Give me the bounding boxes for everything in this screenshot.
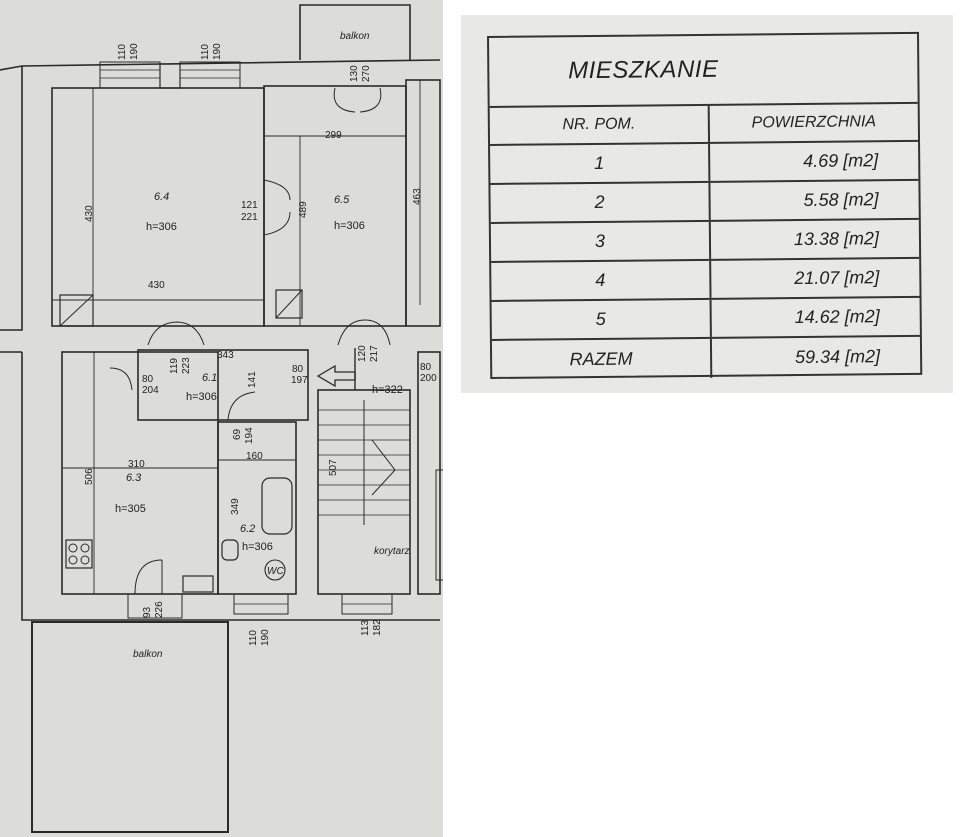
table-title-text: MIESZKANIE [568,55,719,85]
room-height: h=322 [372,384,403,396]
dim-label: 217 [369,345,380,362]
dim-label: 190 [260,629,271,646]
header-room-number: NR. POM. [489,105,711,144]
floor-plan-drawing: 110 190 110 190 130 270 299 430 121 221 … [0,4,443,833]
room-nr-cell: 1 [490,143,711,183]
total-area-cell: 59.34 [m2] [794,346,881,368]
room-area-cell: 14.62 [m2] [794,306,880,328]
table-row: 5 14.62 [m2] [491,297,920,341]
dim-label: 204 [142,385,159,396]
header-area: POWIERZCHNIA [751,113,877,132]
dim-label: 226 [154,601,165,618]
dim-label: 190 [212,43,223,60]
balkon-bottom-label: balkon [133,649,163,660]
room-area-cell: 21.07 [m2] [794,267,880,289]
dim-label: 93 [142,606,153,618]
room-nr-cell: 4 [491,260,712,300]
dim-label: 349 [230,498,241,515]
dim-label: 463 [412,188,423,205]
table-header-row: NR. POM. POWIERZCHNIA [489,103,919,146]
dim-label: 190 [129,43,140,60]
balkon-top-label: balkon [340,31,370,42]
room-number: 6.5 [334,194,350,206]
room-number: 6.3 [126,472,142,484]
wc-label: WC [267,566,284,577]
room-nr-cell: 2 [490,182,711,222]
dim-label: 489 [298,201,309,218]
dim-label: 343 [217,350,234,361]
area-table: MIESZKANIE NR. POM. POWIERZCHNIA 1 4.69 … [487,31,923,380]
dim-label: 194 [244,427,255,444]
plan-room-labels: 6.4 6.5 6.1 6.3 6.2 h=306 h=306 h=306 h=… [115,31,410,660]
area-table-panel: MIESZKANIE NR. POM. POWIERZCHNIA 1 4.69 … [461,15,953,393]
room-height: h=306 [242,541,273,553]
dim-label: 299 [325,130,342,141]
table-row: 3 13.38 [m2] [490,219,920,263]
table-title: MIESZKANIE [489,33,918,108]
dim-label: 200 [420,373,437,384]
room-area-cell: 5.58 [m2] [803,189,879,210]
room-nr-cell: 3 [490,221,712,261]
table-row: 2 5.58 [m2] [490,180,919,224]
dim-label: 80 [292,364,304,375]
korytarz-label: korytarz [374,546,410,557]
room-height: h=306 [186,391,217,403]
dim-label: 270 [361,65,372,82]
dim-label: 110 [200,44,211,60]
dim-label: 110 [248,630,259,646]
table-row: 1 4.69 [m2] [490,141,919,185]
dim-label: 197 [291,375,308,386]
dim-label: 221 [241,212,258,223]
dim-label: 310 [128,459,145,470]
room-height: h=306 [146,221,177,233]
room-area-cell: 4.69 [m2] [803,150,879,171]
room-height: h=306 [334,220,365,232]
room-number: 6.1 [202,372,217,384]
dim-label: 141 [247,371,258,388]
dim-label: 69 [232,428,243,440]
dim-label: 430 [84,205,95,222]
room-height: h=305 [115,503,146,515]
room-area-cell: 13.38 [m2] [793,228,880,250]
room-nr-cell: 5 [491,299,712,339]
total-label-cell: RAZEM [491,338,713,380]
floor-plan-panel: 110 190 110 190 130 270 299 430 121 221 … [0,0,443,837]
dim-label: 223 [181,357,192,374]
room-number: 6.4 [154,191,169,203]
dim-label: 80 [420,362,432,373]
room-number: 6.2 [240,523,255,535]
dim-label: 121 [241,200,258,211]
dim-label: 506 [84,468,95,485]
dim-label: 80 [142,374,154,385]
dim-label: 120 [357,345,368,362]
dim-label: 119 [169,358,180,374]
dim-label: 507 [328,459,339,476]
dim-label: 430 [148,280,165,291]
dim-label: 113 [360,620,371,636]
table-row: 4 21.07 [m2] [491,258,920,302]
dim-label: 182 [372,619,383,636]
plan-dimensions: 110 190 110 190 130 270 299 430 121 221 … [84,43,437,646]
dim-label: 160 [246,451,263,462]
dim-label: 110 [117,44,128,60]
table-total-row: RAZEM 59.34 [m2] [491,337,920,380]
dim-label: 130 [349,65,360,82]
